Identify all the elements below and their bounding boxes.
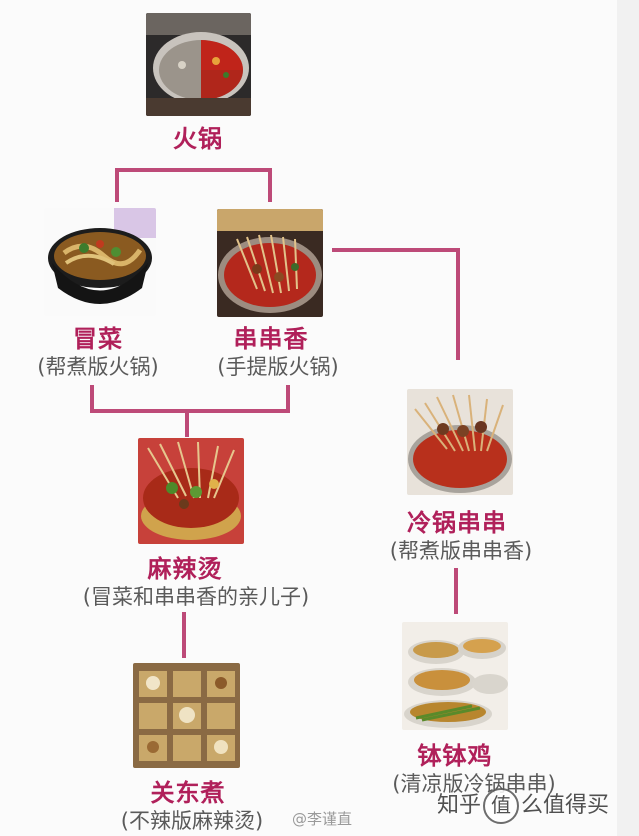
- connector-line: [454, 568, 458, 614]
- guandong-title: 关东煮: [150, 779, 226, 807]
- connector-line: [456, 248, 460, 360]
- bobo-subtitle: (清凉版冷锅串串): [392, 772, 556, 796]
- lengguo-subtitle: (帮煮版串串香): [389, 539, 533, 563]
- connector-line: [115, 168, 119, 202]
- connector-line: [286, 385, 290, 412]
- right-edge-strip: [617, 0, 639, 836]
- author-watermark: @李谨直: [292, 810, 353, 828]
- connector-line: [185, 409, 189, 437]
- watermark-suffix: 么值得买: [520, 793, 609, 818]
- connector-line: [90, 385, 94, 412]
- site-watermark: 知乎值么值得买: [437, 787, 609, 824]
- malatang-photo: [138, 438, 244, 544]
- chuanchuan-title: 串串香: [233, 325, 309, 353]
- maocai-title: 冒菜: [73, 325, 123, 353]
- guandong-subtitle: (不辣版麻辣烫): [120, 809, 264, 833]
- malatang-title: 麻辣烫: [147, 555, 223, 583]
- hotpot-photo: [146, 13, 251, 116]
- bobo-title: 钵钵鸡: [417, 742, 493, 770]
- zhi-logo-icon: 值: [482, 788, 519, 824]
- hotpot-title: 火锅: [173, 125, 223, 153]
- connector-line: [268, 168, 272, 202]
- chuanchuan-photo: [217, 209, 323, 317]
- connector-line: [90, 409, 290, 413]
- maocai-subtitle: (帮煮版火锅): [37, 355, 159, 379]
- connector-line: [182, 612, 186, 658]
- maocai-photo: [44, 208, 156, 316]
- connector-line: [115, 168, 272, 172]
- guandong-photo: [133, 663, 240, 768]
- connector-line: [332, 248, 460, 252]
- malatang-subtitle: (冒菜和串串香的亲儿子): [82, 585, 310, 609]
- watermark-prefix: 知乎: [436, 793, 481, 818]
- chuanchuan-subtitle: (手提版火锅): [217, 355, 339, 379]
- lengguo-title: 冷锅串串: [407, 509, 507, 537]
- bobo-photo: [402, 622, 508, 730]
- lengguo-photo: [407, 389, 513, 495]
